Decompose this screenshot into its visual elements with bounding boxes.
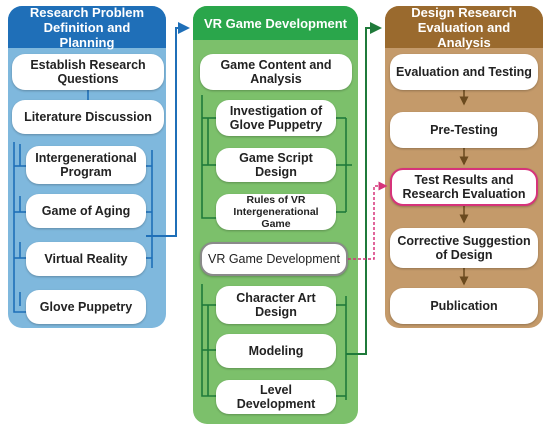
box-intergenerational-program: Intergenerational Program: [26, 146, 146, 184]
box-test-results-research-evaluation: Test Results and Research Evaluation: [390, 168, 538, 206]
arrow-column1-to-column2: [146, 22, 190, 237]
box-game-script-design: Game Script Design: [216, 148, 336, 182]
box-pre-testing: Pre-Testing: [390, 112, 538, 148]
box-publication: Publication: [390, 288, 538, 324]
box-evaluation-testing: Evaluation and Testing: [390, 54, 538, 90]
column-research-planning-header: Research Problem Definition and Planning: [8, 4, 166, 50]
column-vr-development-title: VR Game Development: [203, 15, 348, 31]
box-game-of-aging: Game of Aging: [26, 194, 146, 228]
box-level-development: Level Development: [216, 380, 336, 414]
column1-tree-lines: [13, 88, 153, 313]
box-virtual-reality: Virtual Reality: [26, 242, 146, 276]
feedback-dashed-arrow: [348, 181, 388, 260]
box-glove-puppetry: Glove Puppetry: [26, 290, 146, 324]
box-literature-discussion: Literature Discussion: [12, 100, 164, 134]
box-game-content-analysis: Game Content and Analysis: [200, 54, 352, 90]
box-corrective-suggestion-design: Corrective Suggestion of Design: [390, 228, 538, 268]
box-investigation-glove-puppetry: Investigation of Glove Puppetry: [216, 100, 336, 136]
arrow-column2-to-column3: [346, 22, 382, 355]
box-character-art-design: Character Art Design: [216, 286, 336, 324]
column-vr-development-header: VR Game Development: [193, 6, 358, 40]
box-establish-research-questions: Establish Research Questions: [12, 54, 164, 90]
column-research-planning-title: Research Problem Definition and Planning: [29, 4, 145, 50]
column-evaluation-analysis-title: Design Research Evaluation and Analysis: [411, 4, 517, 50]
box-rules-vr-intergenerational-game: Rules of VR Intergenerational Game: [216, 194, 336, 230]
box-modeling: Modeling: [216, 334, 336, 368]
column-evaluation-analysis-header: Design Research Evaluation and Analysis: [385, 4, 543, 50]
box-vr-game-development: VR Game Development: [200, 242, 348, 276]
column2-tree-lines: [201, 95, 352, 400]
